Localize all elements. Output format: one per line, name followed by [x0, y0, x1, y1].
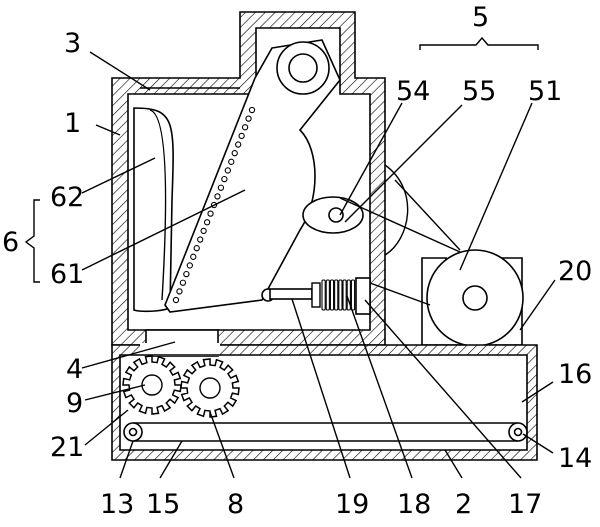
spring-coil: [342, 279, 347, 311]
label-16: 16: [558, 359, 592, 390]
label-6: 6: [2, 227, 19, 258]
belt-conveyor: [123, 422, 528, 442]
crusher-tooth: [193, 245, 200, 252]
crusher-arm: [164, 39, 341, 313]
crusher-tooth: [245, 115, 252, 122]
label-55: 55: [462, 76, 496, 107]
crusher-tooth: [235, 141, 242, 148]
crusher-teeth: [172, 106, 256, 304]
eccentric-cam: [302, 196, 364, 234]
crusher-tooth: [231, 150, 238, 157]
gear-9: [122, 355, 182, 415]
guard-plate: [133, 107, 174, 313]
label-20: 20: [558, 256, 592, 287]
guard-plate-inner: [149, 109, 167, 301]
crusher-tooth: [186, 262, 193, 269]
belt-lower: [369, 282, 431, 306]
spring-end-plate: [311, 282, 321, 308]
gear-9-hub: [141, 374, 163, 396]
crusher-tooth: [214, 193, 221, 200]
part-labels: 3 5 1 54 55 51 62 6 61 20 4 16 9 21 14 1…: [2, 2, 592, 520]
gear-8-hub: [199, 377, 221, 399]
label-19: 19: [335, 489, 369, 520]
label-18: 18: [397, 489, 431, 520]
label-2: 2: [455, 489, 472, 520]
conveyor-box-wall: [111, 344, 538, 461]
left-roller-axle: [128, 427, 138, 437]
crusher-tooth: [200, 227, 207, 235]
crusher-tooth: [217, 184, 225, 191]
label-8: 8: [227, 489, 244, 520]
label-4: 4: [66, 354, 83, 385]
label-21: 21: [50, 432, 84, 463]
label-17: 17: [508, 489, 542, 520]
compression-spring: [311, 279, 356, 311]
motor-unit: [421, 249, 524, 347]
label-62: 62: [50, 182, 84, 213]
label-51: 51: [528, 76, 562, 107]
crusher-tooth: [179, 279, 187, 286]
gear-pair: [122, 355, 240, 418]
group-bracket-6: [24, 199, 40, 283]
crusher-tooth: [228, 158, 235, 165]
push-rod: [269, 288, 313, 300]
crusher-tooth: [248, 106, 256, 114]
arm-pivot-inner: [288, 53, 318, 83]
cam-shaft: [328, 207, 344, 223]
crusher-tooth: [176, 288, 183, 295]
spring-coil: [321, 279, 326, 311]
spring-coil: [350, 279, 356, 311]
label-3: 3: [64, 28, 81, 59]
spring-coil: [329, 279, 335, 311]
spring-seat: [355, 277, 371, 315]
crusher-tooth: [197, 236, 204, 243]
group-bracket-5: [419, 36, 539, 50]
label-15: 15: [146, 489, 180, 520]
guard-plate-outer: [133, 107, 174, 313]
label-5: 5: [472, 2, 489, 33]
gear-8: [180, 358, 240, 418]
spring-assembly: [261, 277, 371, 315]
crusher-tooth: [203, 219, 211, 226]
crusher-tooth: [172, 296, 180, 304]
crusher-tooth: [238, 132, 245, 140]
crusher-tooth: [190, 253, 197, 260]
right-roller-axle: [513, 427, 523, 437]
crusher-tooth: [183, 270, 190, 278]
spring-coil: [325, 279, 330, 311]
crusher-tooth: [207, 210, 214, 217]
belt-guard-arc: [384, 164, 409, 256]
motor-pulley-hub: [462, 285, 488, 311]
label-13: 13: [100, 489, 134, 520]
label-9: 9: [66, 388, 83, 419]
label-14: 14: [558, 443, 592, 474]
crusher-tooth: [221, 175, 228, 183]
spring-coil: [338, 279, 343, 311]
crusher-arm-body: [164, 39, 341, 313]
leader-lines: [81, 51, 556, 479]
label-61: 61: [50, 259, 84, 290]
crusher-tooth: [224, 167, 231, 174]
label-1: 1: [64, 108, 81, 139]
spring-coil: [334, 279, 339, 311]
belt-upper-2: [394, 179, 461, 251]
crusher-tooth: [241, 124, 249, 131]
label-54: 54: [396, 76, 430, 107]
